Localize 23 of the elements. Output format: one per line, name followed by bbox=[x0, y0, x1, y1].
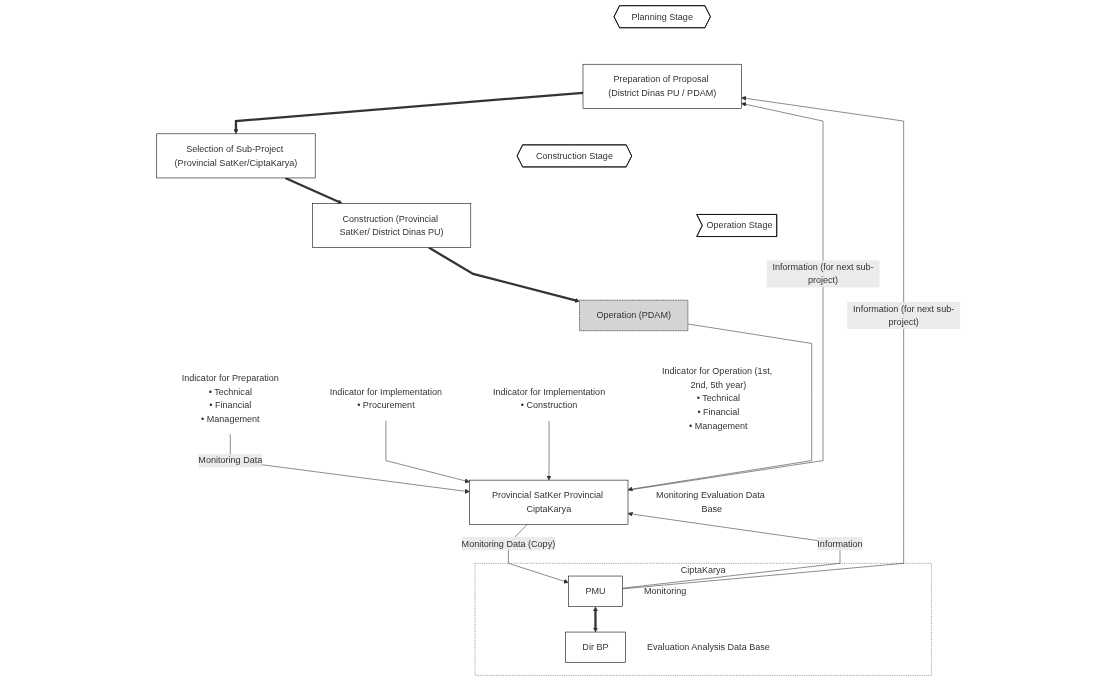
arrow bbox=[592, 606, 598, 633]
node-text: Indicator for Implementation • Procurement bbox=[329, 386, 443, 410]
node-label: Monitoring bbox=[643, 586, 687, 596]
node-box: PMU bbox=[568, 575, 623, 607]
node-label: Evaluation Analysis Data Base bbox=[647, 642, 770, 652]
node-box: Provincial SatKer Provincial CiptaKarya bbox=[469, 479, 629, 525]
edge-label: Monitoring Data (Copy) bbox=[461, 538, 556, 549]
node-label: Monitoring Evaluation Data Base bbox=[656, 490, 765, 514]
node-box: Dir BP bbox=[565, 631, 626, 663]
node-text: Indicator for Preparation • Technical • Financial • Management bbox=[181, 373, 279, 424]
node-box: Preparation of Proposal (District Dinas PU / PDAM) bbox=[582, 63, 742, 109]
edge-label: Information (for next sub-project) bbox=[853, 303, 955, 327]
arrow bbox=[428, 246, 580, 303]
node-text: Indicator for Operation (1st, 2nd, 5th year) • Technical • Financial • Management bbox=[661, 366, 773, 431]
node-box: Selection of Sub-Project (Provincial SatKer/CiptaKarya) bbox=[156, 133, 316, 179]
node-text: Indicator for Implementation • Construction bbox=[492, 386, 606, 410]
node-box: Construction (Provincial SatKer/ District Dinas PU) bbox=[312, 203, 472, 248]
node-box: Operation (PDAM) bbox=[579, 299, 689, 332]
edge-label: Monitoring Data bbox=[198, 455, 263, 466]
arrow bbox=[284, 176, 343, 204]
edge-label: Information (for next sub-project) bbox=[772, 261, 874, 286]
arrow bbox=[233, 91, 584, 135]
edge-label: Information bbox=[817, 538, 863, 549]
